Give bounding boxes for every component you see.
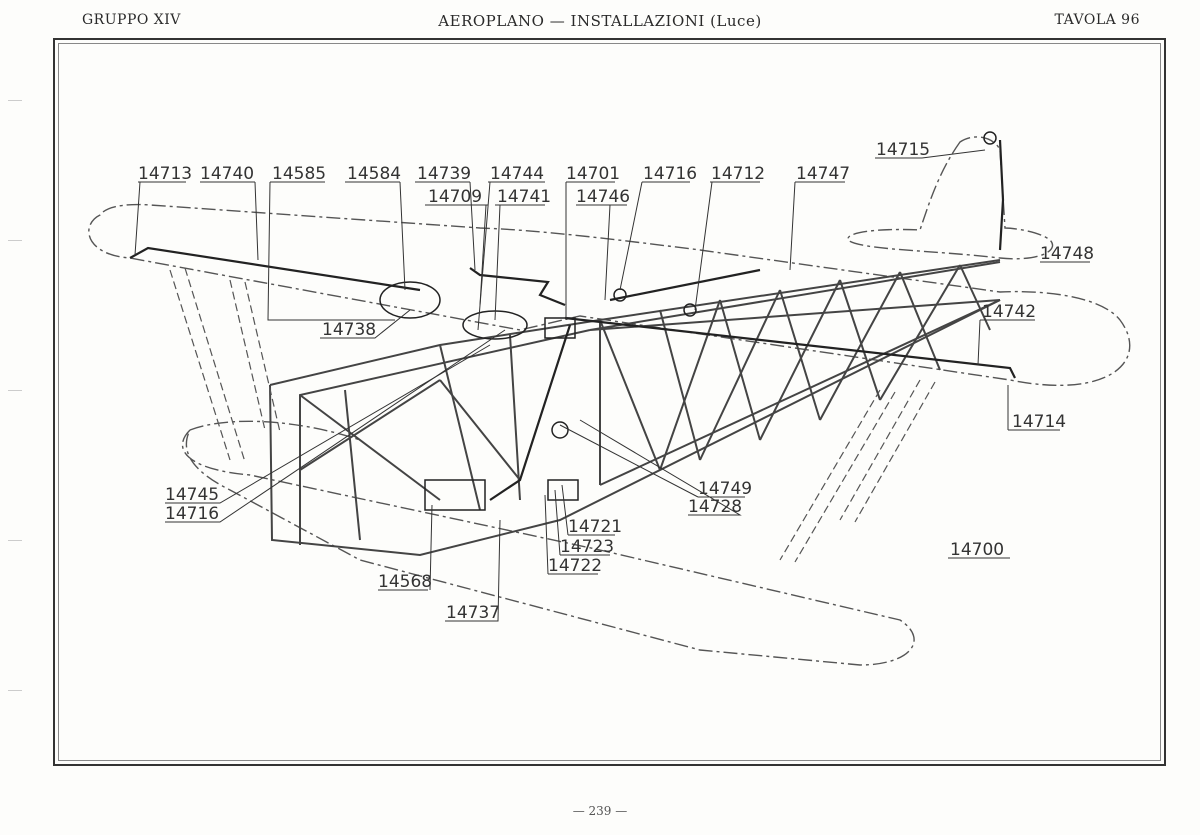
callout-14715: 14715: [876, 140, 930, 160]
callout-14712: 14712: [711, 164, 765, 184]
callout-14568: 14568: [378, 572, 432, 592]
margin-mark: [8, 100, 22, 101]
callout-14749: 14749: [698, 479, 752, 499]
callout-14709: 14709: [428, 187, 482, 207]
leader-lines: [134, 149, 1090, 622]
margin-mark: [8, 390, 22, 391]
page-title: AEROPLANO — INSTALLAZIONI (Luce): [438, 12, 762, 30]
callout-14716-bottom: 14716: [165, 504, 219, 524]
callout-14740: 14740: [200, 164, 254, 184]
callout-14728: 14728: [688, 497, 742, 517]
lower-wing-outline: [181, 420, 915, 666]
callout-14584: 14584: [347, 164, 401, 184]
callout-14700: 14700: [950, 540, 1004, 560]
callout-14721: 14721: [568, 517, 622, 537]
callout-14746: 14746: [576, 187, 630, 207]
callout-14747: 14747: [796, 164, 850, 184]
wiring-harness: [129, 139, 1016, 501]
margin-mark: [8, 690, 22, 691]
drawing-frame-inner: [58, 43, 1161, 761]
tail-outline: [847, 136, 1054, 260]
callout-14739: 14739: [417, 164, 471, 184]
callout-14744: 14744: [490, 164, 544, 184]
callout-14748: 14748: [1040, 244, 1094, 264]
callout-14722: 14722: [548, 556, 602, 576]
group-title: GRUPPO XIV: [82, 12, 181, 28]
callout-14714: 14714: [1012, 412, 1066, 432]
fuselage-frame: [269, 259, 1001, 557]
plate-number: TAVOLA 96: [1054, 12, 1140, 28]
callout-14738: 14738: [322, 320, 376, 340]
callout-14745: 14745: [165, 485, 219, 505]
margin-mark: [8, 540, 22, 541]
callout-14716-top: 14716: [643, 164, 697, 184]
wing-struts: [169, 267, 936, 563]
callout-14585: 14585: [272, 164, 326, 184]
callout-14742: 14742: [982, 302, 1036, 322]
callout-14713: 14713: [138, 164, 192, 184]
margin-mark: [8, 240, 22, 241]
drawing-frame-outer: [53, 38, 1166, 766]
callout-14737: 14737: [446, 603, 500, 623]
callout-14741: 14741: [497, 187, 551, 207]
callout-14701: 14701: [566, 164, 620, 184]
page-number: — 239 —: [572, 804, 628, 818]
callout-14723: 14723: [560, 537, 614, 557]
